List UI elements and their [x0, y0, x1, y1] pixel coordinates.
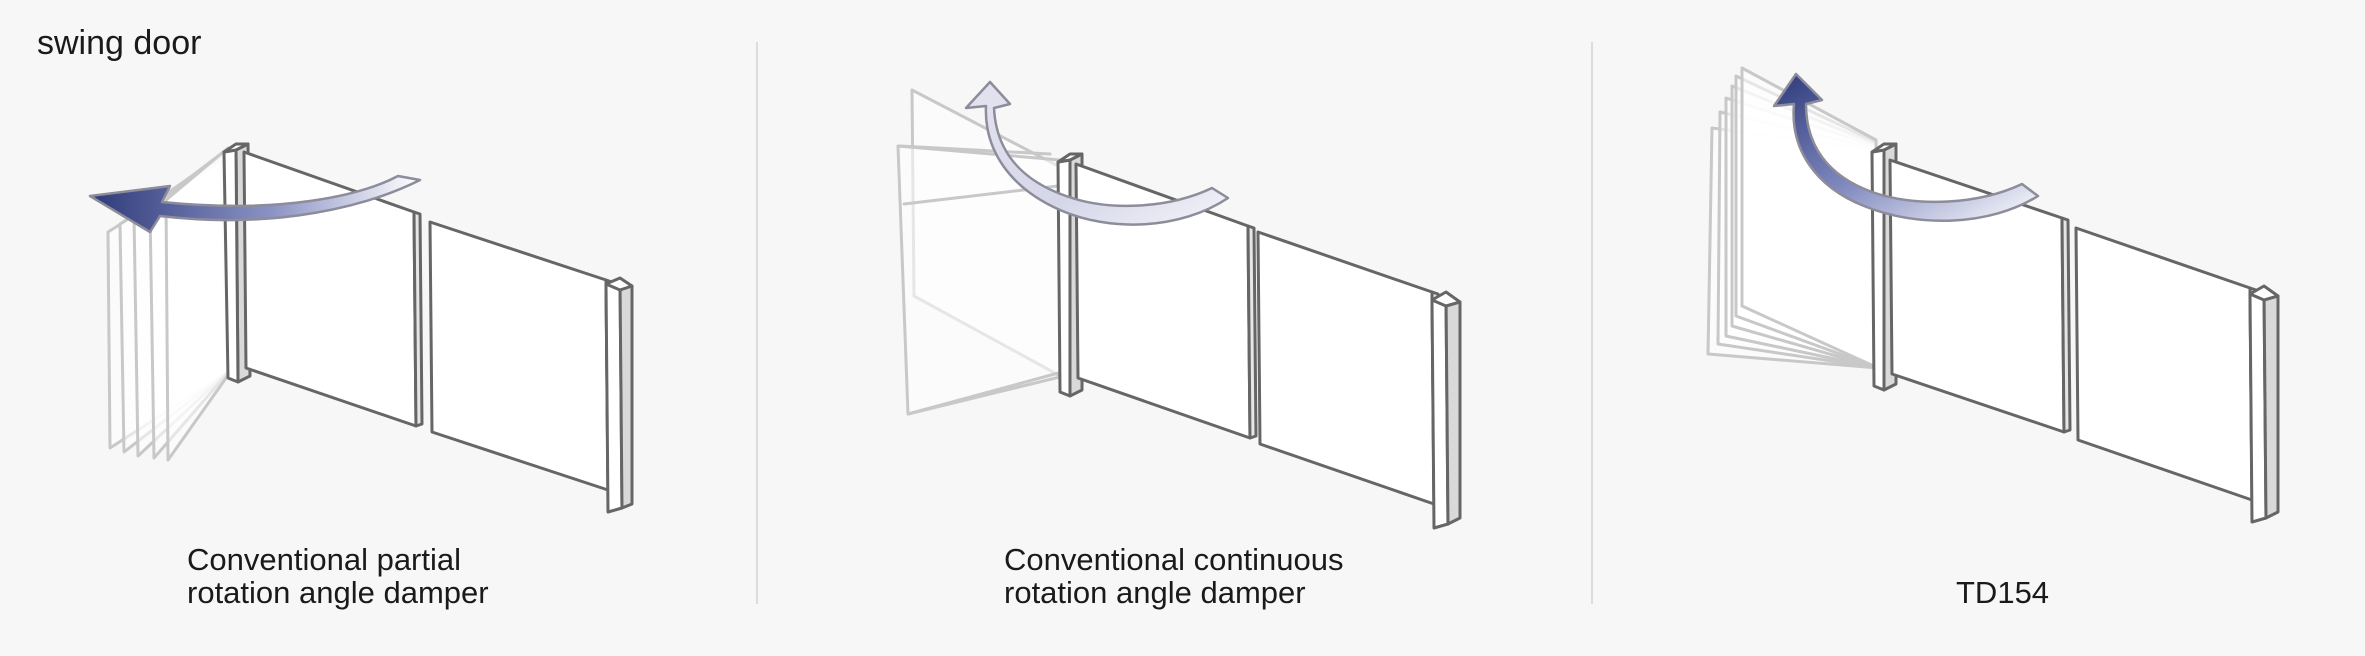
rotation-arrow [1772, 72, 2040, 222]
end-post [2248, 284, 2280, 524]
panel-conventional-continuous: Conventional continuous rotation angle d… [896, 80, 1462, 610]
door-panel [1888, 158, 2072, 434]
end-post [604, 276, 634, 514]
panel-conventional-partial: Conventional partial rotation angle damp… [88, 142, 634, 610]
wall-panel [1256, 230, 1442, 506]
rotation-arrow [964, 80, 1230, 226]
caption-panel-1: Conventional partial rotation angle damp… [187, 542, 489, 610]
caption-panel-2: Conventional continuous rotation angle d… [1004, 542, 1352, 610]
panel-td154: TD154 [1706, 66, 2280, 610]
rotation-arrow [88, 174, 422, 234]
wall-panel [428, 220, 616, 492]
diagram-title: swing door [37, 24, 201, 62]
door-panel [242, 150, 424, 428]
caption-panel-3: TD154 [1956, 575, 2049, 610]
end-post [1430, 290, 1462, 530]
ghost-door-positions [896, 88, 1066, 416]
wall-panel [2074, 226, 2260, 502]
